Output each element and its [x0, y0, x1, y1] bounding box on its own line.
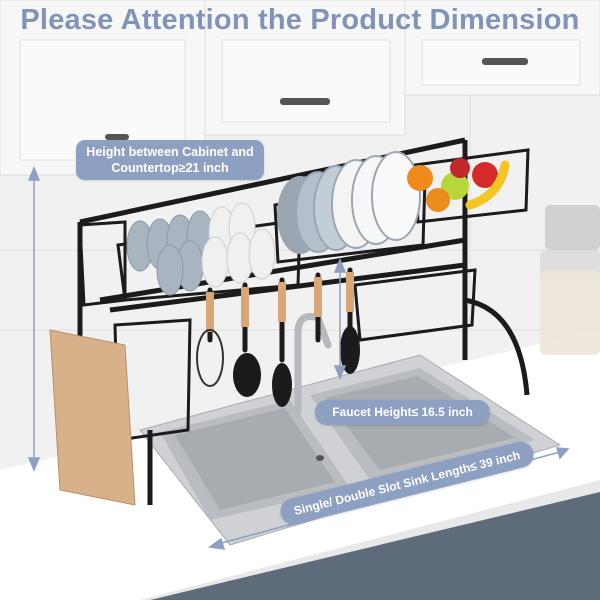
cabinet-height-line1: Height between Cabinet and [86, 145, 254, 159]
upper-cabinets [0, 0, 600, 176]
cabinet-height-callout: Height between Cabinet and Countertop≥21… [76, 140, 264, 180]
fruit-basket [407, 158, 510, 212]
storage-jars [540, 205, 600, 355]
page-title: Please Attention the Product Dimension [20, 4, 580, 36]
cabinet-height-line2: Countertop≥21 inch [111, 161, 229, 175]
faucet-height-callout: Faucet Height≤ 16.5 inch [315, 400, 490, 425]
